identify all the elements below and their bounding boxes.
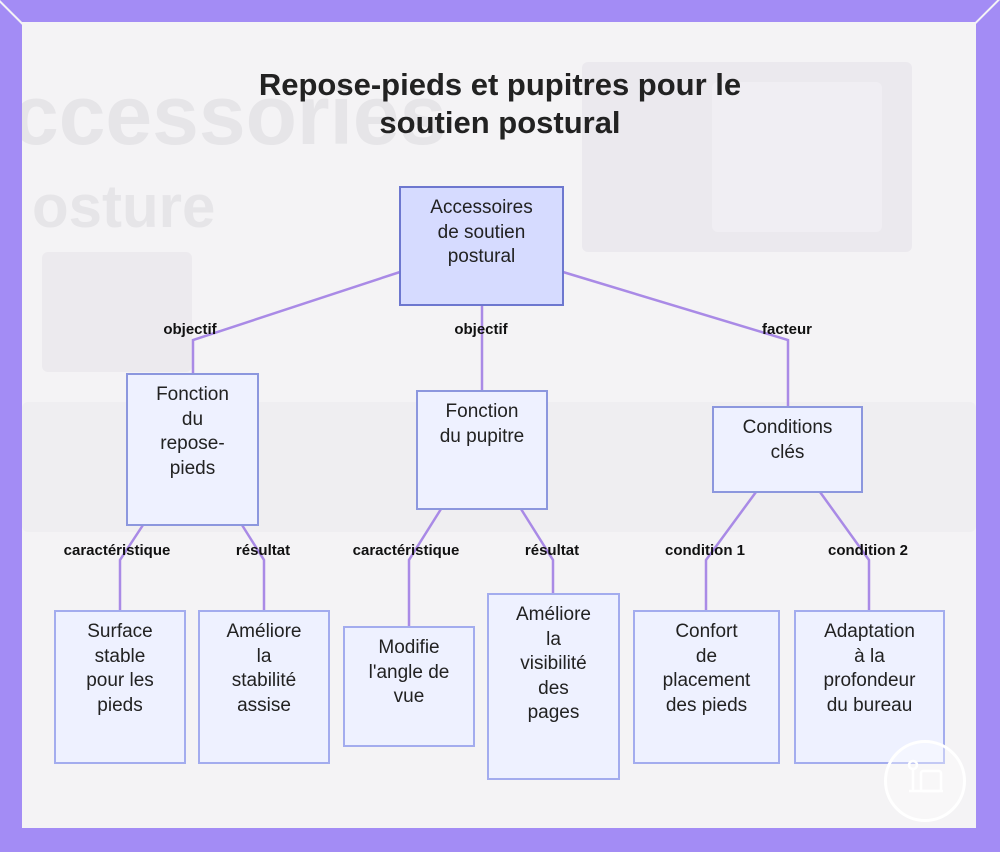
accessories-icon bbox=[884, 740, 966, 822]
edge-label-resultat-left: résultat bbox=[236, 542, 290, 559]
node-desk-depth-label: Adaptation à la profondeur du bureau bbox=[824, 620, 916, 718]
node-stable-surface-label: Surface stable pour les pieds bbox=[86, 620, 154, 718]
accessories-icon-drawing bbox=[887, 743, 963, 819]
node-seated-stability-label: Améliore la stabilité assise bbox=[227, 620, 302, 718]
node-desk-function-label: Fonction du pupitre bbox=[440, 400, 525, 449]
edge-label-objectif-left: objectif bbox=[163, 321, 216, 338]
edge-label-caracteristique-mid: caractéristique bbox=[353, 542, 460, 559]
edge-root-conditions bbox=[563, 272, 788, 407]
node-foot-comfort-label: Confort de placement des pieds bbox=[663, 620, 751, 718]
edge-label-resultat-mid: résultat bbox=[525, 542, 579, 559]
edge-label-condition1: condition 1 bbox=[665, 542, 745, 559]
node-key-conditions-label: Conditions clés bbox=[743, 416, 833, 465]
node-stable-surface: Surface stable pour les pieds bbox=[54, 610, 186, 764]
edge-footrest-stability bbox=[242, 525, 264, 611]
edge-desk-angle bbox=[409, 509, 441, 627]
edge-label-objectif-mid: objectif bbox=[454, 321, 507, 338]
node-footrest-function: Fonction du repose- pieds bbox=[126, 373, 259, 526]
node-foot-comfort: Confort de placement des pieds bbox=[633, 610, 780, 764]
edge-label-caracteristique-left: caractéristique bbox=[64, 542, 171, 559]
node-page-visibility: Améliore la visibilité des pages bbox=[487, 593, 620, 780]
node-footrest-function-label: Fonction du repose- pieds bbox=[156, 383, 229, 481]
node-view-angle: Modifie l'angle de vue bbox=[343, 626, 475, 747]
node-root: Accessoires de soutien postural bbox=[399, 186, 564, 306]
node-root-label: Accessoires de soutien postural bbox=[430, 196, 532, 270]
node-view-angle-label: Modifie l'angle de vue bbox=[369, 636, 450, 710]
node-key-conditions: Conditions clés bbox=[712, 406, 863, 493]
edge-label-facteur: facteur bbox=[762, 321, 812, 338]
edge-footrest-surface bbox=[120, 525, 143, 611]
edge-label-condition2: condition 2 bbox=[828, 542, 908, 559]
node-desk-function: Fonction du pupitre bbox=[416, 390, 548, 510]
node-seated-stability: Améliore la stabilité assise bbox=[198, 610, 330, 764]
page-title: Repose-pieds et pupitres pour le soutien… bbox=[0, 66, 1000, 142]
edge-root-footrest bbox=[193, 272, 400, 374]
node-page-visibility-label: Améliore la visibilité des pages bbox=[516, 603, 591, 726]
